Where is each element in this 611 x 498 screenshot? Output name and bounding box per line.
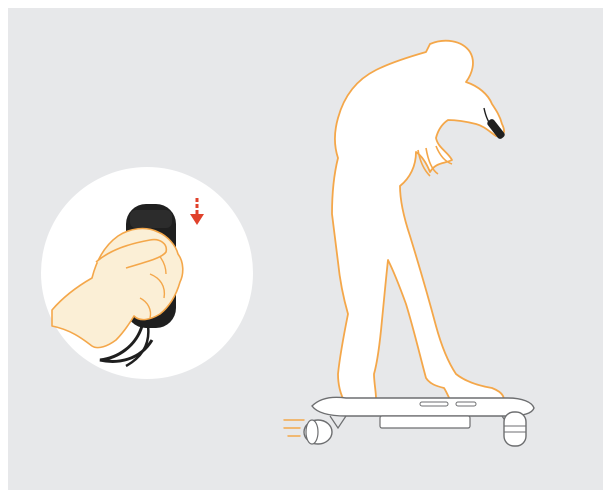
remote-inset [41, 167, 253, 379]
electric-skateboard-icon [304, 397, 534, 446]
wheel-icon [504, 412, 526, 446]
skateboard-rider-silhouette [332, 41, 504, 412]
motion-lines-icon [284, 420, 304, 436]
wheel-icon [304, 420, 332, 444]
